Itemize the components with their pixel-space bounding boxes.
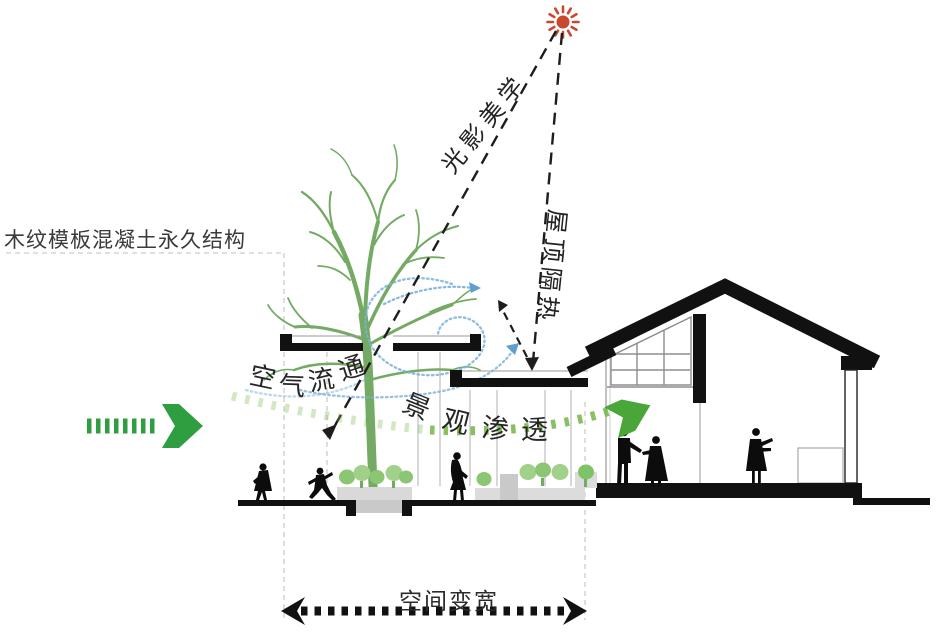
- sun-icon: [546, 5, 580, 39]
- landscape-char-3: 渗: [480, 412, 511, 446]
- person-woman-arms-out: [746, 428, 773, 483]
- lower-eave: [566, 345, 617, 377]
- wall-section: [693, 314, 706, 403]
- landscape-arrow: [230, 391, 651, 439]
- green-entry-arrow: [87, 404, 203, 448]
- canopy-roofs: [280, 334, 588, 387]
- person-gardening: [450, 452, 468, 501]
- sun-ray-lines: [331, 30, 564, 430]
- person-woman-talking: [642, 436, 668, 486]
- dimension-arrow: [281, 597, 587, 625]
- structure-label: 木纹模板混凝土永久结构: [4, 229, 246, 252]
- planters: [337, 472, 597, 513]
- air-flow-curves: [244, 277, 516, 399]
- clerestory-window: [607, 315, 694, 388]
- porch-column: [844, 369, 858, 484]
- air-char-2: 气: [278, 370, 306, 402]
- gable-roof: [584, 278, 881, 369]
- people: [253, 427, 773, 501]
- space-widening-label: 空间变宽: [399, 588, 499, 614]
- air-flow-arrowheads: [469, 282, 519, 355]
- construction-lines: [6, 252, 586, 620]
- person-child-running: [308, 467, 336, 501]
- column-cap: [841, 356, 872, 370]
- landscape-char-4: 透: [520, 414, 549, 446]
- tree: [263, 144, 481, 511]
- person-walking-left: [253, 463, 272, 500]
- ground: [238, 483, 930, 516]
- ray-arrowheads: [322, 300, 539, 440]
- building-section: [566, 278, 881, 484]
- counter-outline: [797, 447, 844, 484]
- bushes: [339, 462, 594, 488]
